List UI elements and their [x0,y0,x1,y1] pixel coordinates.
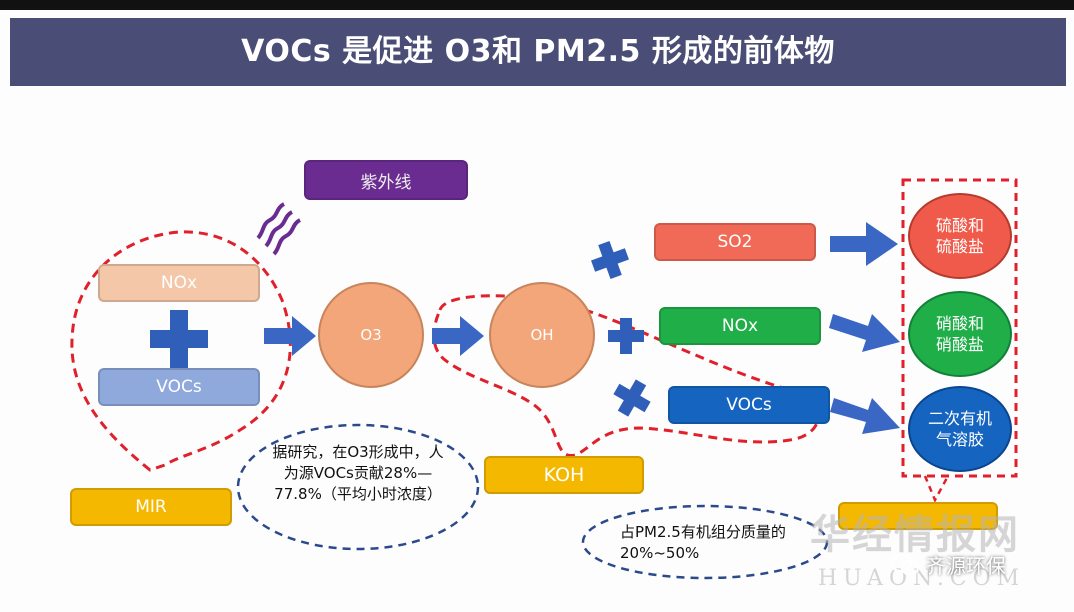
research-note-ellipse [236,423,480,551]
uv-box: 紫外线 [304,160,468,200]
sulfate-circle: 硫酸和硫酸盐 [908,193,1012,279]
arrow-to-soa [830,398,900,434]
nitrate-circle: 硝酸和硝酸盐 [908,291,1012,377]
soa-circle: 二次有机气溶胶 [908,386,1012,472]
plus-icon [150,310,208,368]
koh-box: KOH [484,456,644,494]
watermark-en: HUAON.COM [818,566,1026,591]
oh-dashed-swoosh [432,294,820,457]
frame-pointer [923,475,950,503]
vocs-box-left: VOCs [98,368,260,406]
arrow-to-nitrate [829,314,900,352]
research-note: 据研究，在O3形成中，人为源VOCs贡献28%—77.8%（平均小时浓度） [272,443,444,503]
nox-box-mid: NOx [659,307,821,345]
page-title: VOCs 是促进 O3和 PM2.5 形成的前体物 [241,34,835,69]
wechat-badge: 齐源环保 [890,550,1006,579]
arrow-to-o3 [264,316,316,356]
diagram-connectors [70,178,1018,580]
cross-icon-so2 [591,241,629,279]
uv-wave-icon [256,202,302,256]
slide: VOCs 是促进 O3和 PM2.5 形成的前体物 [0,10,1074,612]
cross-icon-vocs [613,379,651,417]
nox-box-left: NOx [98,264,260,302]
cross-icon-nox [608,318,644,354]
title-bar: VOCs 是促进 O3和 PM2.5 形成的前体物 [10,18,1066,86]
arrow-to-oh [432,316,484,356]
o3-circle: O3 [318,282,424,388]
pm-note: 占PM2.5有机组分质量的20%~50% [620,523,786,562]
pm-label-box [838,502,998,530]
vocs-box-right: VOCs [668,386,830,424]
products-dashed-frame [901,178,1018,478]
watermark-cn: 华经情报网 [810,511,1020,558]
arrow-to-sulfate [830,222,898,266]
oh-circle: OH [489,282,595,388]
wechat-icon [890,553,919,575]
precursor-dashed-bubble [70,230,292,472]
so2-box: SO2 [654,223,816,261]
mir-box: MIR [70,488,232,526]
pm-note-ellipse [581,504,829,580]
